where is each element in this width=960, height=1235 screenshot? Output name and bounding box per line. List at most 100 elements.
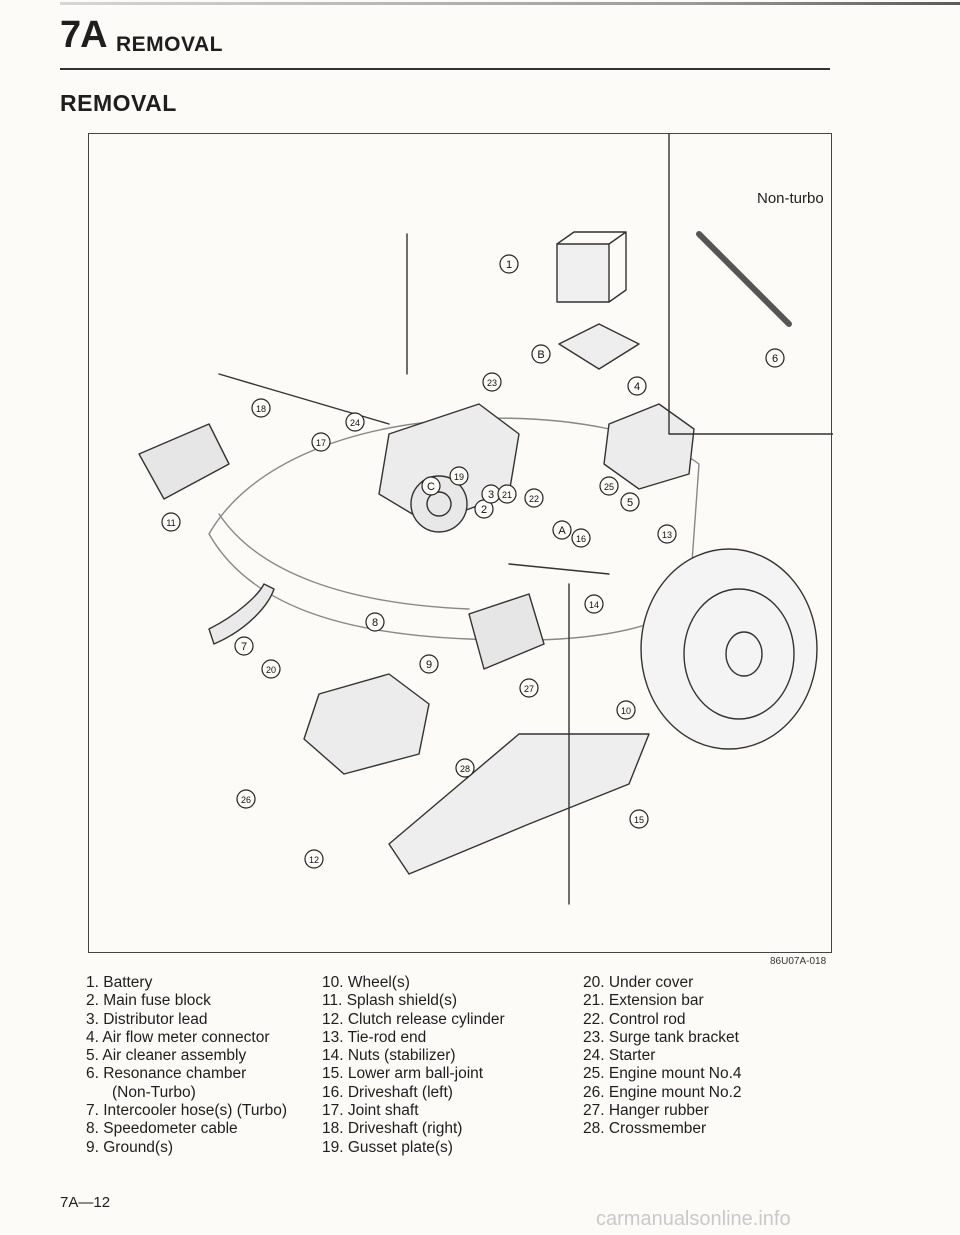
callout-19: 19: [449, 466, 469, 486]
legend-item: 26. Engine mount No.2: [583, 1083, 742, 1101]
callout-circle: [236, 789, 256, 809]
callout-label: 26: [241, 795, 251, 805]
callout-B: B: [531, 344, 551, 364]
callout-label: 7: [241, 641, 247, 653]
callout-label: 5: [627, 497, 633, 509]
callout-28: 28: [455, 758, 475, 778]
callout-label: C: [427, 481, 435, 493]
driveshaft-right: [218, 373, 390, 425]
callout-label: 10: [621, 706, 631, 716]
wheel: [640, 548, 818, 750]
callout-label: 6: [772, 353, 778, 365]
callout-circle: [482, 372, 502, 392]
legend-item: 7. Intercooler hose(s) (Turbo): [86, 1102, 288, 1120]
legend-column-3: 20. Under cover 21. Extension bar 22. Co…: [583, 974, 742, 1139]
callout-circle: [161, 512, 181, 532]
legend-item: 10. Wheel(s): [322, 974, 410, 991]
callout-8: 8: [365, 612, 385, 632]
callout-label: 21: [502, 490, 512, 500]
callout-circle: [497, 484, 517, 504]
callout-A: A: [552, 520, 572, 540]
callout-C: C: [421, 476, 441, 496]
callout-label: 23: [487, 378, 497, 388]
section-number: 7A: [60, 14, 108, 56]
callout-circle: [629, 809, 649, 829]
callout-circle: [365, 612, 385, 632]
legend-item: 28. Crossmember: [583, 1120, 707, 1138]
intercooler-hose: [208, 583, 275, 645]
callout-label: 24: [350, 418, 360, 428]
callout-circle: [419, 654, 439, 674]
callout-label: 1: [506, 259, 512, 271]
callout-circle: [261, 659, 281, 679]
callout-label: B: [537, 349, 544, 361]
callout-label: 25: [604, 482, 614, 492]
splash-shield-right: [138, 423, 230, 500]
air-cleaner: [603, 403, 695, 490]
callout-label: 13: [662, 530, 672, 540]
callout-3: 3: [481, 484, 501, 504]
main-fuse-block: [558, 323, 640, 370]
callout-10: 10: [616, 700, 636, 720]
callout-circle: [599, 476, 619, 496]
callout-circle: [616, 700, 636, 720]
callout-label: 16: [576, 534, 586, 544]
callout-circle: [524, 488, 544, 508]
legend-item: 12. Clutch release cylinder: [322, 1010, 505, 1028]
callout-label: 14: [589, 600, 599, 610]
splash-shield-left: [468, 593, 545, 670]
callout-circle: [620, 492, 640, 512]
inset-divider: [668, 134, 833, 435]
callout-label: 22: [529, 494, 539, 504]
legend-item: 17. Joint shaft: [322, 1102, 419, 1120]
callout-12: 12: [304, 849, 324, 869]
callout-label: 2: [481, 504, 487, 516]
callout-circle: [251, 398, 271, 418]
legend-item: 15. Lower arm ball-joint: [322, 1065, 484, 1083]
callout-label: A: [558, 525, 566, 537]
legend-item-continuation: (Non-Turbo): [112, 1083, 196, 1101]
callout-circle: [552, 520, 572, 540]
callout-label: 28: [460, 764, 470, 774]
callout-circle: [345, 412, 365, 432]
callout-13: 13: [657, 524, 677, 544]
legend-item: 18. Driveshaft (right): [322, 1120, 463, 1138]
legend-item: 2. Main fuse block: [86, 992, 211, 1010]
legend-item: 24. Starter: [583, 1047, 656, 1065]
legend-item: 9. Ground(s): [86, 1138, 174, 1156]
callout-circle: [455, 758, 475, 778]
legend-item: 8. Speedometer cable: [86, 1120, 238, 1138]
callout-11: 11: [161, 512, 181, 532]
callout-25: 25: [599, 476, 619, 496]
driveshaft-left: [508, 563, 610, 575]
callout-label: 18: [256, 404, 266, 414]
callout-22: 22: [524, 488, 544, 508]
callout-circle: [519, 678, 539, 698]
callout-5: 5: [620, 492, 640, 512]
callout-14: 14: [584, 594, 604, 614]
legend-item: 5. Air cleaner assembly: [86, 1047, 247, 1065]
section-title: REMOVAL: [116, 33, 223, 56]
legend-item: 25. Engine mount No.4: [583, 1065, 742, 1083]
legend-item: 27. Hanger rubber: [583, 1102, 709, 1120]
legend-item: 14. Nuts (stabilizer): [322, 1047, 456, 1065]
callout-24: 24: [345, 412, 365, 432]
legend-item: 3. Distributor lead: [86, 1010, 208, 1028]
top-edge-line: [60, 2, 960, 5]
callout-label: 27: [524, 684, 534, 694]
page-number: 7A—12: [60, 1194, 111, 1211]
callout-9: 9: [419, 654, 439, 674]
callout-label: 20: [266, 665, 276, 675]
callout-circle: [499, 254, 519, 274]
bumper-outline: [218, 513, 470, 610]
legend-item: 21. Extension bar: [583, 992, 704, 1010]
legend-item: 19. Gusset plate(s): [322, 1138, 453, 1156]
callout-circle: [584, 594, 604, 614]
callout-circle: [421, 476, 441, 496]
callout-circle: [234, 636, 254, 656]
callout-27: 27: [519, 678, 539, 698]
page-heading: REMOVAL: [60, 90, 177, 116]
legend-item: 20. Under cover: [583, 974, 694, 991]
callout-circle: [765, 348, 785, 368]
